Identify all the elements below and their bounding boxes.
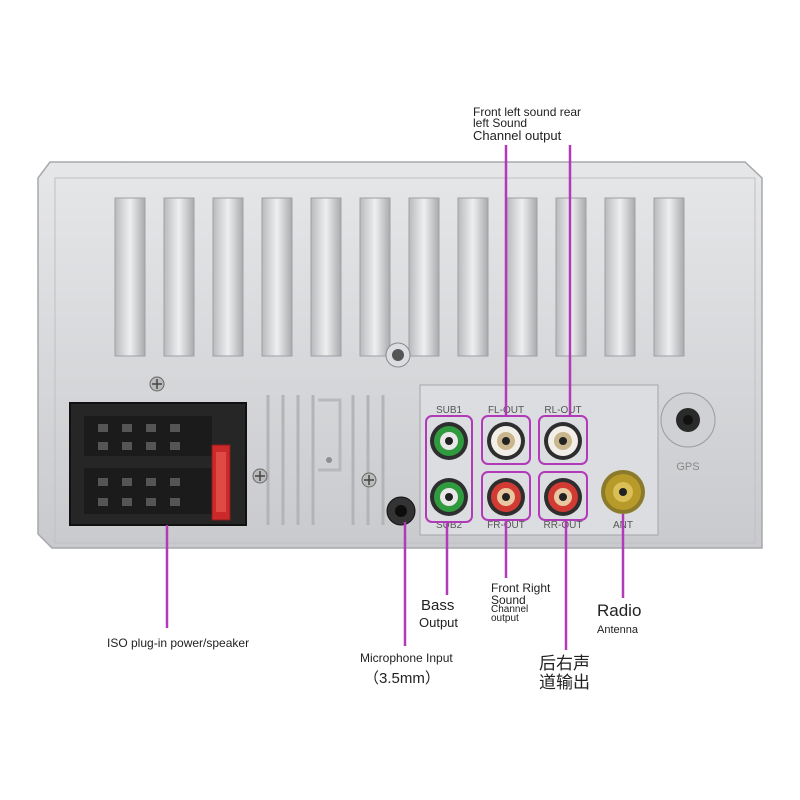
panel-mark-sub1: SUB1	[436, 405, 463, 416]
panel-mark-rl-out: RL-OUT	[544, 405, 581, 416]
label-radio: Radio	[597, 601, 642, 620]
label-rear-right-cn-line1: 后右声	[539, 654, 590, 673]
label-bass: Bass	[421, 597, 455, 614]
screw-icon	[361, 472, 377, 488]
label-bass-output: Output	[419, 615, 459, 630]
label-front-right-line4: output	[491, 613, 519, 624]
rca-jack-fl	[487, 422, 525, 460]
microphone-jack	[386, 496, 416, 526]
label-microphone-size: （3.5mm）	[364, 670, 440, 687]
label-front-right-line1: Front Right	[491, 581, 551, 595]
screw-hole-icon	[385, 342, 411, 368]
iso-connector	[69, 402, 247, 526]
label-radio-antenna: Antenna	[597, 624, 638, 636]
rca-jack-rr	[544, 478, 582, 516]
leader-lines	[165, 145, 625, 650]
label-front-left-line1: Front left sound rear	[473, 105, 582, 119]
label-front-left-line3: Channel output	[473, 128, 562, 143]
rca-jack-antenna	[601, 470, 645, 514]
label-front-left-line2: left Sound	[473, 116, 528, 130]
panel-mark-sub2: SUB2	[436, 520, 463, 531]
embossed-ridges	[266, 395, 385, 525]
label-iso: ISO plug-in power/speaker	[107, 636, 250, 650]
gps-port	[660, 392, 716, 448]
label-rear-right-cn-line2: 道输出	[539, 673, 590, 692]
label-microphone: Microphone Input	[360, 651, 453, 665]
rca-jack-sub2	[430, 478, 468, 516]
rca-jack-sub1	[430, 422, 468, 460]
label-front-right-line2: Sound	[491, 593, 526, 607]
rca-jack-rl	[544, 422, 582, 460]
screw-icon	[252, 468, 268, 484]
label-front-right-line3: Channel	[491, 604, 529, 615]
screw-icon	[149, 376, 165, 392]
panel-mark-gps: GPS	[676, 461, 699, 473]
rca-jack-fr	[487, 478, 525, 516]
panel-mark-rr-out: RR-OUT	[544, 520, 583, 531]
